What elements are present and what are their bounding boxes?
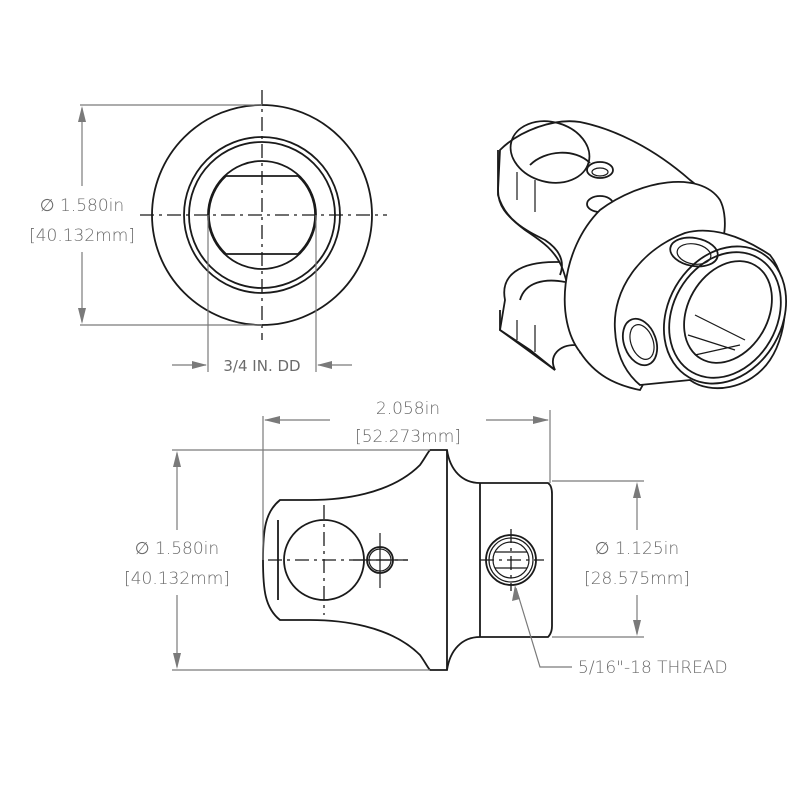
leader-arrow-icon [512, 585, 520, 601]
arrow-left-icon [264, 416, 280, 424]
arrow-down-icon [78, 308, 86, 324]
side-view: 2.058in [52.273mm] ∅ 1.580in [40.132mm] … [124, 399, 728, 678]
arrow-up-icon [173, 451, 181, 467]
front-diameter-in: ∅ 1.580in [40, 196, 124, 216]
front-diameter-mm: [40.132mm] [29, 226, 135, 246]
length-in: 2.058in [376, 399, 440, 419]
hub-diameter-in: ∅ 1.125in [595, 539, 679, 559]
arrow-up-icon [633, 482, 641, 498]
arrow-right-icon [533, 416, 549, 424]
thread-callout: 5/16"-18 THREAD [578, 658, 728, 678]
set-screw-hole-top [669, 236, 719, 268]
arrow-left-icon [317, 361, 332, 369]
side-diameter-in: ∅ 1.580in [135, 539, 219, 559]
bore-label: 3/4 IN. DD [223, 357, 300, 375]
hub-end-face [663, 245, 787, 385]
set-screw-hole-side [621, 317, 659, 367]
grease-fitting-hole [586, 161, 614, 179]
length-mm: [52.273mm] [355, 427, 461, 447]
hub-diameter-mm: [28.575mm] [584, 569, 690, 589]
isometric-view [497, 120, 787, 392]
arrow-up-icon [78, 106, 86, 122]
thread-leader-line [515, 587, 572, 668]
hub-bore [683, 260, 773, 364]
side-diameter-mm: [40.132mm] [124, 569, 230, 589]
front-view: ∅ 1.580in [40.132mm] 3/4 IN. DD [29, 90, 387, 375]
arrow-down-icon [633, 620, 641, 636]
arrow-right-icon [192, 361, 207, 369]
arrow-down-icon [173, 653, 181, 669]
lower-ear [499, 261, 576, 371]
